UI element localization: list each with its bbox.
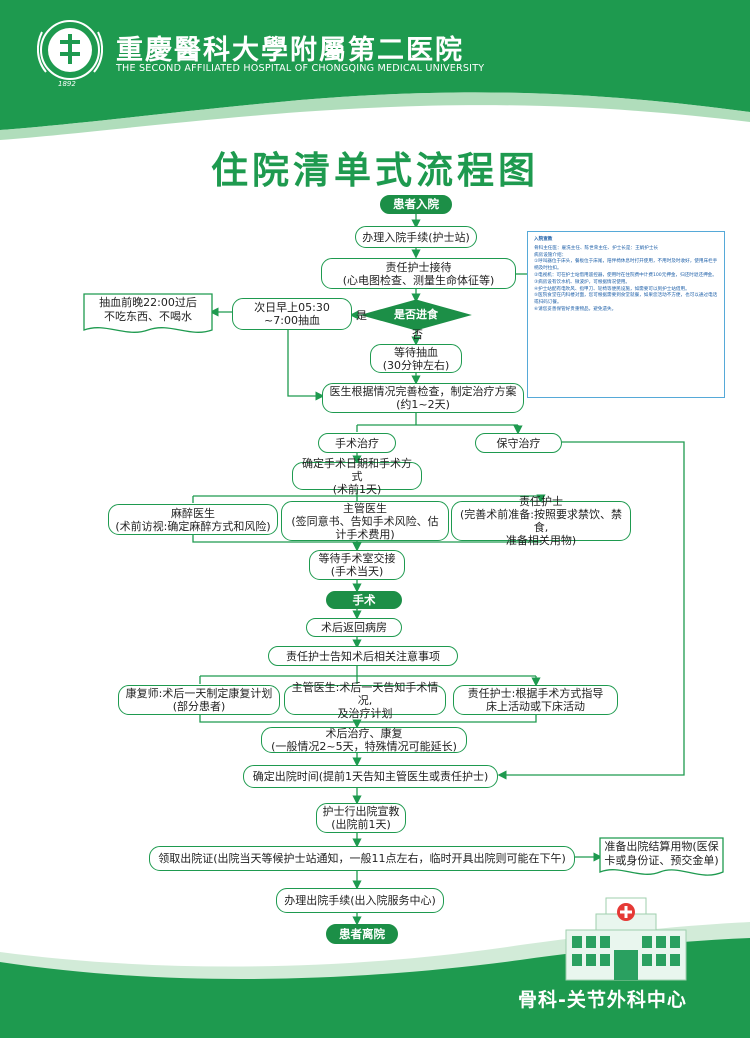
node-anesthetist: 麻醉医生 (术前访视:确定麻醉方式和风险) bbox=[108, 504, 278, 535]
node-doctor-postop: 主管医生:术后一天告知手术情况, 及治疗计划 bbox=[284, 681, 446, 720]
node-admission-procedure: 办理入院手续(护士站) bbox=[355, 226, 477, 248]
node-discharge-procedure: 办理出院手续(出入院服务中心) bbox=[276, 888, 444, 913]
hospital-logo-icon bbox=[36, 20, 104, 80]
node-rehab: 康复师:术后一天制定康复计划 (部分患者) bbox=[118, 685, 280, 715]
node-surgery-treatment: 手术治疗 bbox=[318, 433, 396, 453]
node-admit: 患者入院 bbox=[380, 195, 452, 214]
info-line: ③病房设有饮水机、微波炉，可根据情况使用。 bbox=[534, 279, 630, 285]
node-surgery-date: 确定手术日期和手术方式 (术前1天) bbox=[292, 457, 422, 496]
logo-year: 1892 bbox=[58, 80, 76, 88]
header-wave-light bbox=[0, 92, 750, 140]
node-wait-blood: 等待抽血 (30分钟左右) bbox=[370, 344, 462, 373]
discharge-items-box bbox=[599, 837, 724, 876]
info-line: ⑥请您妥善保管好贵重物品，避免遗失。 bbox=[534, 306, 617, 312]
fasting-note-box bbox=[83, 293, 213, 333]
info-box: 入院宣教 骨科主任医：雇洗主任、陈世荣主任、护士长是：王娟护士长 病房设施介绍：… bbox=[527, 231, 725, 398]
info-line: 骨科主任医：雇洗主任、陈世荣主任、护士长是：王娟护士长 bbox=[534, 245, 659, 251]
node-discharge-education: 护士行出院宣教 (出院前1天) bbox=[316, 803, 406, 833]
label-yes: 是 bbox=[356, 309, 367, 322]
department-name: 骨科-关节外科中心 bbox=[518, 989, 687, 1011]
node-conservative-treatment: 保守治疗 bbox=[475, 433, 562, 453]
label-no: 否 bbox=[412, 328, 423, 341]
node-nurse-reception: 责任护士接待 (心电图检查、测量生命体征等) bbox=[321, 258, 516, 289]
node-fasting-decision: 是否进食 bbox=[394, 308, 438, 321]
node-patient-leaves: 患者离院 bbox=[326, 924, 398, 944]
node-wait-transfer: 等待手术室交接 (手术当天) bbox=[309, 550, 405, 580]
info-line: ⑤医院食堂在内科楼对面，您可根据需要到食堂就餐，如果您活动不方便，也可以通过电话… bbox=[534, 293, 718, 306]
node-doctor-plan: 医生根据情况完善检查，制定治疗方案 (约1~2天) bbox=[322, 383, 524, 413]
node-return-ward: 术后返回病房 bbox=[306, 618, 402, 637]
node-nurse-postop: 责任护士:根据手术方式指导 床上活动或下床活动 bbox=[453, 685, 618, 715]
hospital-name-en: THE SECOND AFFILIATED HOSPITAL OF CHONGQ… bbox=[116, 63, 485, 74]
node-blood-draw-morning: 次日早上05:30 ~7:00抽血 bbox=[232, 298, 352, 330]
info-line: ②电视机：可在护士站借用遥控器，使用时在住院费中计费100元押金，归还时退还押金… bbox=[534, 272, 717, 278]
footer-band bbox=[0, 938, 750, 1038]
node-discharge-certificate: 领取出院证(出院当天等候护士站通知，一般11点左右，临时开具出院则可能在下午) bbox=[149, 846, 575, 871]
node-fasting-note: 抽血前晚22:00过后 不吃东西、不喝水 bbox=[99, 296, 197, 323]
decision-diamond bbox=[360, 299, 472, 331]
node-discharge-items-note: 准备出院结算用物(医保 卡或身份证、预交金单) bbox=[604, 840, 719, 867]
node-attending-doctor: 主管医生 (签同意书、告知手术风险、估 计手术费用) bbox=[281, 501, 449, 541]
node-postop-recovery: 术后治疗、康复 (一般情况2~5天，特殊情况可能延长) bbox=[261, 727, 467, 753]
info-line: ①呼叫器位于床头，餐板位于床尾，陪伴椅休息时打开使用，不用时及时收好，使用床栏手… bbox=[534, 259, 718, 272]
node-primary-nurse: 责任护士 (完善术前准备:按照要求禁饮、禁食, 准备相关用物) bbox=[451, 495, 631, 547]
info-box-title: 入院宣教 bbox=[534, 237, 553, 242]
hospital-name-cn: 重慶醫科大學附屬第二医院 bbox=[116, 35, 464, 66]
info-line: ④护士站配有电吹风、指甲刀、轮椅等便民设施，如需要可以到护士站借用。 bbox=[534, 286, 690, 292]
hospital-building-icon bbox=[565, 897, 687, 981]
node-surgery: 手术 bbox=[326, 591, 402, 609]
page-title: 住院清单式流程图 bbox=[211, 149, 539, 192]
header-band bbox=[0, 0, 750, 130]
node-discharge-time: 确定出院时间(提前1天告知主管医生或责任护士) bbox=[243, 765, 498, 788]
info-line: 病房设施介绍： bbox=[534, 252, 567, 258]
node-postop-notice: 责任护士告知术后相关注意事项 bbox=[268, 646, 458, 666]
